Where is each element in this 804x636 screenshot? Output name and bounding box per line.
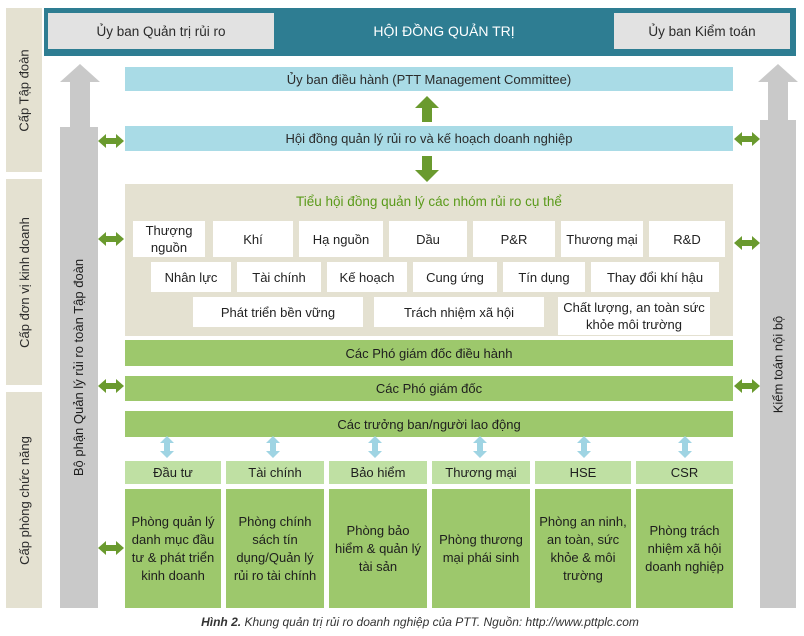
risk-group-planning: Kế hoạch	[327, 262, 407, 292]
caption-label: Hình 2.	[201, 615, 242, 629]
dept-arrow-1	[160, 436, 174, 458]
level-group-label: Cấp Tập đoàn	[16, 48, 32, 132]
left-link-arrow-2	[98, 232, 124, 246]
risk-group-social-responsibility: Trách nhiệm xã hội	[374, 297, 544, 327]
risk-group-supply: Cung ứng	[413, 262, 497, 292]
risk-group-hr: Nhân lực	[151, 262, 231, 292]
audit-committee-box: Ủy ban Kiểm toán	[614, 13, 790, 49]
risk-group-climate: Thay đổi khí hậu	[591, 262, 719, 292]
level-group: Cấp Tập đoàn	[6, 8, 42, 172]
up-arrow-1	[415, 96, 439, 122]
management-committee-bar: Ủy ban điều hành (PTT Management Committ…	[125, 67, 733, 91]
vps-bar: Các Phó giám đốc	[125, 376, 733, 401]
dept-trading: Thương mại	[432, 461, 530, 484]
right-column	[760, 120, 796, 608]
heads-bar: Các trưởng ban/người lao động	[125, 411, 733, 437]
risk-planning-council-bar: Hội đồng quản lý rủi ro và kế hoạch doan…	[125, 126, 733, 151]
left-column-text: Bộ phận Quản lý rủi ro toàn Tập đoàn	[71, 258, 87, 477]
audit-committee-label: Ủy ban Kiểm toán	[648, 23, 756, 39]
dept-arrow-2	[266, 436, 280, 458]
down-arrow-1	[415, 156, 439, 182]
risk-group-qshe: Chất lượng, an toàn sức khỏe môi trường	[558, 297, 710, 335]
exec-vps-bar: Các Phó giám đốc điều hành	[125, 340, 733, 366]
left-link-arrow-3	[98, 379, 124, 393]
caption-text: Khung quản trị rủi ro doanh nghiệp của P…	[244, 615, 639, 629]
left-column	[60, 127, 98, 608]
division-finance: Phòng chính sách tín dụng/Quản lý rủi ro…	[226, 489, 324, 608]
sub-council-title: Tiểu hội đồng quản lý các nhóm rủi ro cụ…	[296, 193, 562, 209]
dept-arrow-6	[678, 436, 692, 458]
division-investment: Phòng quản lý danh mục đầu tư & phát tri…	[125, 489, 221, 608]
division-insurance: Phòng bảo hiểm & quản lý tài sản	[329, 489, 427, 608]
left-link-arrow-4	[98, 541, 124, 555]
risk-group-credit: Tín dụng	[503, 262, 585, 292]
figure-caption: Hình 2. Khung quản trị rủi ro doanh nghi…	[44, 612, 796, 632]
risk-group-finance: Tài chính	[237, 262, 321, 292]
risk-group-rnd: R&D	[649, 221, 725, 257]
left-link-arrow-1	[98, 134, 124, 148]
board-title: HỘI ĐỒNG QUẢN TRỊ	[373, 23, 515, 39]
dept-finance: Tài chính	[226, 461, 324, 484]
right-link-arrow-3	[734, 379, 760, 393]
level-business-unit: Cấp đơn vị kinh doanh	[6, 179, 42, 385]
risk-group-gas: Khí	[213, 221, 293, 257]
risk-group-sustainability: Phát triển bền vững	[193, 297, 363, 327]
level-functional-label: Cấp phòng chức năng	[16, 435, 32, 565]
risk-group-trading: Thương mại	[561, 221, 643, 257]
right-column-text: Kiểm toán nội bộ	[770, 315, 786, 413]
risk-group-downstream: Hạ nguồn	[299, 221, 383, 257]
division-hse: Phòng an ninh, an toàn, sức khỏe & môi t…	[535, 489, 631, 608]
level-functional: Cấp phòng chức năng	[6, 392, 42, 608]
risk-group-pr: P&R	[473, 221, 555, 257]
dept-arrow-4	[473, 436, 487, 458]
risk-committee-label: Ủy ban Quản trị rủi ro	[96, 23, 226, 39]
risk-committee-box: Ủy ban Quản trị rủi ro	[48, 13, 274, 49]
dept-hse: HSE	[535, 461, 631, 484]
division-trading: Phòng thương mại phái sinh	[432, 489, 530, 608]
risk-group-oil: Dầu	[389, 221, 467, 257]
risk-group-upstream: Thượng nguồn	[133, 221, 205, 257]
dept-csr: CSR	[636, 461, 733, 484]
right-link-arrow-2	[734, 236, 760, 250]
right-link-arrow-1	[734, 132, 760, 146]
level-business-unit-label: Cấp đơn vị kinh doanh	[16, 216, 32, 348]
right-up-arrow	[758, 64, 798, 128]
left-up-arrow	[60, 64, 100, 128]
dept-arrow-3	[368, 436, 382, 458]
dept-arrow-5	[577, 436, 591, 458]
division-csr: Phòng trách nhiệm xã hội doanh nghiệp	[636, 489, 733, 608]
dept-investment: Đầu tư	[125, 461, 221, 484]
dept-insurance: Bảo hiểm	[329, 461, 427, 484]
